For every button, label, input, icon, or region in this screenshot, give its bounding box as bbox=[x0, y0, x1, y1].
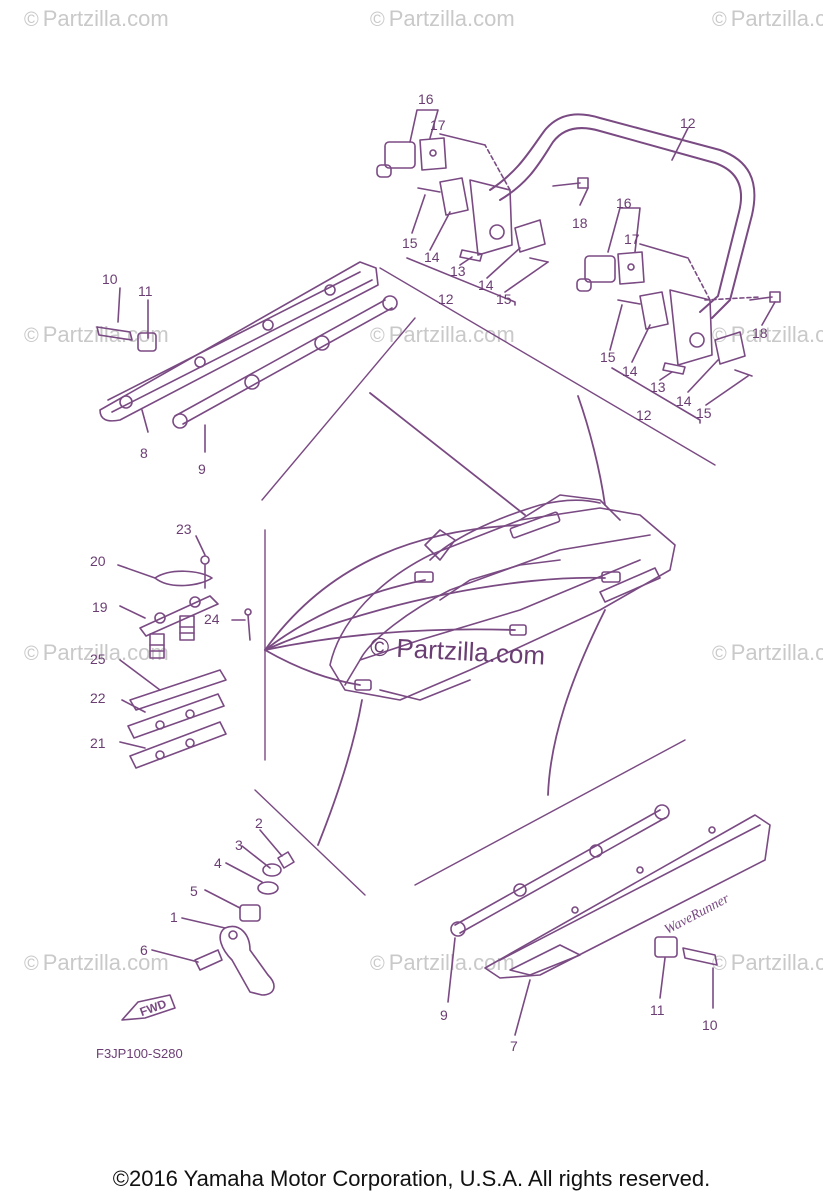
callout-21: 21 bbox=[90, 735, 106, 751]
tow-hook-parts bbox=[121, 851, 295, 1021]
callout-15: 15 bbox=[600, 349, 616, 365]
grab-handle-assembly bbox=[376, 113, 781, 424]
callout-18: 18 bbox=[572, 215, 588, 231]
callout-12: 12 bbox=[636, 407, 652, 423]
left-rail-parts bbox=[96, 261, 398, 429]
watermark: ©Partzilla.com bbox=[712, 6, 823, 31]
watercraft-body bbox=[329, 494, 676, 701]
callout-10: 10 bbox=[102, 271, 118, 287]
callout-16: 16 bbox=[418, 91, 434, 107]
callout-17: 17 bbox=[624, 231, 640, 247]
callout-2: 2 bbox=[255, 815, 263, 831]
callout-9: 9 bbox=[198, 461, 206, 477]
callout-4: 4 bbox=[214, 855, 222, 871]
callout-22: 22 bbox=[90, 690, 106, 706]
watermark: ©Partzilla.com bbox=[24, 950, 169, 975]
watermark: ©Partzilla.com bbox=[712, 950, 823, 975]
callout-16: 16 bbox=[616, 195, 632, 211]
callout-11: 11 bbox=[138, 283, 153, 299]
callout-15: 15 bbox=[402, 235, 418, 251]
callout-15: 15 bbox=[496, 291, 512, 307]
callout-18: 18 bbox=[752, 325, 768, 341]
leader-lines bbox=[117, 109, 776, 1036]
callout-14: 14 bbox=[676, 393, 692, 409]
watermark: ©Partzilla.com bbox=[24, 6, 169, 31]
callout-14: 14 bbox=[424, 249, 440, 265]
diagram-code: F3JP100-S280 bbox=[96, 1046, 183, 1061]
callout-1: 1 bbox=[170, 909, 178, 925]
callout-10: 10 bbox=[702, 1017, 718, 1033]
callout-9: 9 bbox=[440, 1007, 448, 1023]
callout-25: 25 bbox=[90, 651, 106, 667]
callout-13: 13 bbox=[650, 379, 666, 395]
callout-7: 7 bbox=[510, 1038, 518, 1054]
callout-14: 14 bbox=[478, 277, 494, 293]
callout-15: 15 bbox=[696, 405, 712, 421]
callout-6: 6 bbox=[140, 942, 148, 958]
watermark: ©Partzilla.com bbox=[24, 640, 169, 665]
callout-11: 11 bbox=[650, 1002, 665, 1018]
callout-14: 14 bbox=[622, 363, 638, 379]
callout-19: 19 bbox=[92, 599, 108, 615]
callout-13: 13 bbox=[450, 263, 466, 279]
callout-24: 24 bbox=[204, 611, 220, 627]
callout-20: 20 bbox=[90, 553, 106, 569]
copyright-notice: ©2016 Yamaha Motor Corporation, U.S.A. A… bbox=[112, 1166, 711, 1191]
watermark: ©Partzilla.com bbox=[370, 6, 515, 31]
waverunner-brand: WaveRunner bbox=[662, 891, 732, 938]
callout-12: 12 bbox=[438, 291, 454, 307]
callout-5: 5 bbox=[190, 883, 198, 899]
callout-3: 3 bbox=[235, 837, 243, 853]
callout-labels: 16 17 12 18 15 14 13 12 14 15 16 17 18 1… bbox=[90, 91, 768, 1054]
callout-8: 8 bbox=[140, 445, 148, 461]
watermark: ©Partzilla.com bbox=[712, 640, 823, 665]
callout-12: 12 bbox=[680, 115, 696, 131]
cleat-parts bbox=[127, 555, 252, 769]
right-rail-parts bbox=[450, 804, 771, 979]
callout-23: 23 bbox=[176, 521, 192, 537]
callout-17: 17 bbox=[430, 117, 446, 133]
